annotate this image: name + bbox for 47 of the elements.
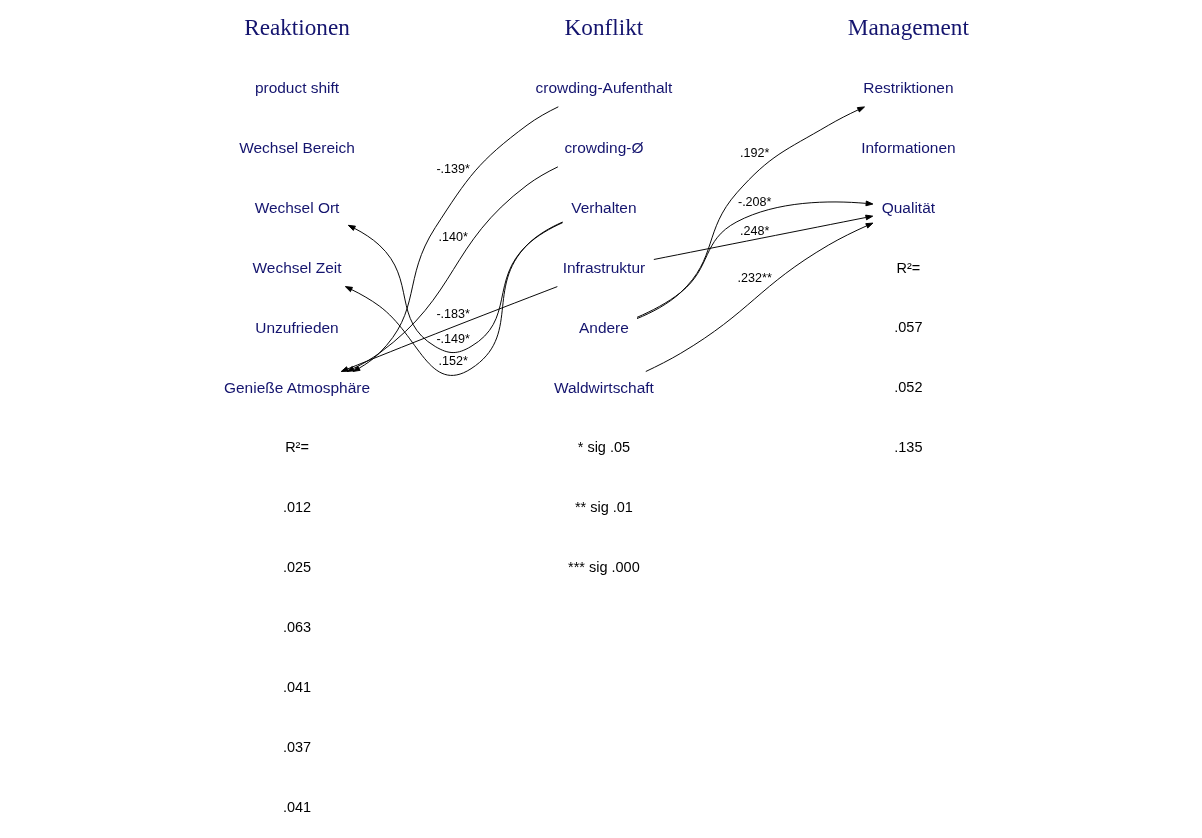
node-text: Andere: [578, 318, 629, 336]
node-text: Waldwirtschaft: [553, 378, 654, 396]
edge-label: -.139*: [435, 161, 470, 176]
label: .041: [282, 679, 311, 696]
label: Management: [847, 14, 969, 41]
edge-label: .152*: [437, 354, 468, 369]
node-text: Wechsel Bereich: [238, 139, 355, 156]
label: Reaktionen: [243, 14, 350, 41]
node-text: Genieße Atmosphäre: [223, 378, 370, 396]
edge-label: .140*: [437, 229, 468, 244]
label: R²=: [896, 259, 920, 276]
node-text: Restriktionen: [862, 79, 953, 97]
label: R²=: [284, 439, 309, 456]
label: .025: [282, 559, 311, 576]
label: .135: [893, 439, 922, 456]
label: .057: [893, 319, 922, 336]
arrow: [352, 106, 559, 372]
label: .063: [282, 619, 311, 636]
edge-label: -.149*: [435, 332, 470, 347]
label: ** sig .01: [574, 499, 633, 516]
label: .012: [282, 499, 311, 516]
node-text: Verhalten: [570, 198, 637, 216]
edge-label: -.183*: [435, 306, 470, 321]
label: Konflikt: [564, 14, 643, 41]
arrow: [347, 222, 563, 354]
label: * sig .05: [577, 439, 630, 456]
edge-label: .232**: [737, 271, 772, 286]
node-text: Wechsel Zeit: [252, 258, 342, 276]
node-text: Unzufrieden: [254, 318, 339, 336]
label: .052: [893, 379, 922, 396]
arrow: [636, 200, 873, 318]
node-text: crowding-Ø: [563, 139, 643, 156]
node-text: Qualität: [881, 198, 935, 216]
node-text: Wechsel Ort: [254, 198, 339, 216]
node-text: crowding-Aufenthalt: [535, 79, 672, 97]
label: *** sig .000: [567, 559, 640, 576]
arrow: [644, 222, 873, 372]
edge-label: -.208*: [737, 194, 771, 209]
arrow: [652, 214, 873, 260]
edge-label: .192*: [739, 146, 769, 161]
arrow: [636, 106, 865, 320]
node-text: Informationen: [860, 139, 956, 156]
label: .041: [282, 798, 311, 815]
node-text: product shift: [254, 79, 339, 97]
label: .037: [282, 738, 311, 755]
node-text: Infrastruktur: [562, 258, 645, 276]
edge-label: .248*: [739, 223, 769, 238]
